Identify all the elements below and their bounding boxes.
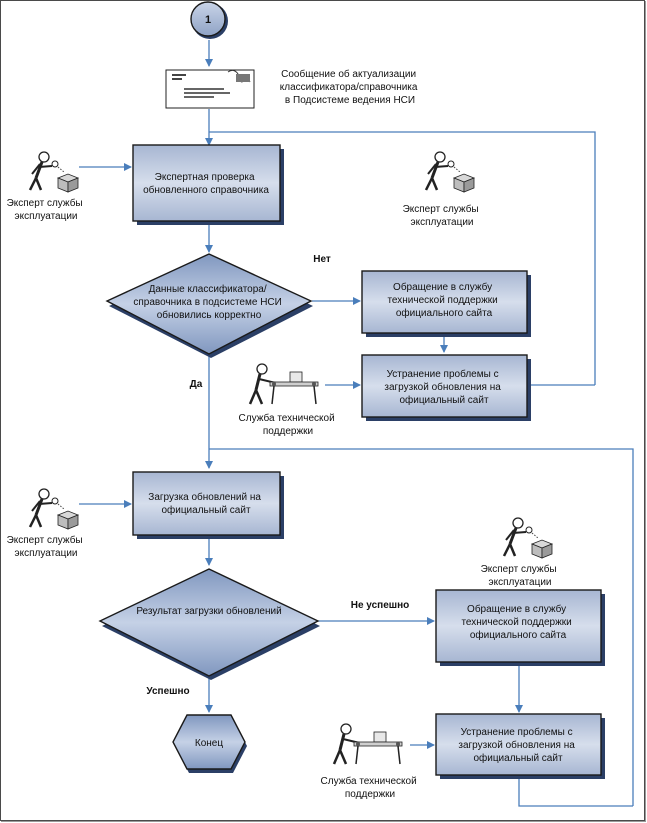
expert-actor-1: Эксперт службы эксплуатации — [7, 150, 86, 222]
step-support-request-2: Обращение в службу технической поддержки… — [435, 589, 605, 666]
svg-text:Обращение в службу техни: Обращение в службу технической поддержки… — [387, 281, 500, 319]
svg-text:Эксперт службы эксплуата: Эксперт службы эксплуатации — [7, 534, 86, 559]
svg-text:Служба технической подде: Служба технической поддержки — [321, 775, 420, 800]
edge-label-yes: Да — [190, 379, 203, 390]
step-fix-problem-2: Устранение проблемы с загрузкой обновлен… — [435, 713, 605, 779]
support-actor-2: Служба технической поддержки — [321, 722, 420, 800]
flow-arrows — [79, 40, 634, 807]
svg-text:Устранение проблемы с за: Устранение проблемы с загрузкой обновлен… — [458, 726, 577, 764]
decision-nsi-data: Данные классификатора/ справочника в под… — [105, 253, 313, 358]
edge-label-no: Нет — [313, 254, 331, 265]
support-icon — [332, 722, 404, 766]
svg-text:Обращение в службу техни: Обращение в службу технической поддержки… — [461, 603, 574, 641]
edge-label-not-success: Не успешно — [351, 600, 410, 611]
connector-label: 1 — [205, 14, 211, 26]
edge-label-success: Успешно — [146, 686, 189, 697]
svg-text:Устранение проблемы с за: Устранение проблемы с загрузкой обновлен… — [384, 368, 503, 406]
expert-icon — [424, 150, 476, 194]
expert-actor-2: Эксперт службы эксплуатации — [403, 150, 482, 228]
step-support-request-1: Обращение в службу технической поддержки… — [361, 270, 531, 337]
start-connector: 1 — [190, 1, 228, 39]
svg-text:Конец: Конец — [195, 738, 223, 749]
svg-text:Данные классификатора/ с: Данные классификатора/ справочника в под… — [133, 283, 284, 321]
decision-upload-result: Результат загрузки обновлений — [98, 568, 320, 680]
expert-icon — [502, 516, 554, 560]
support-actor-1: Служба технической поддержки — [239, 362, 338, 437]
expert-actor-4: Эксперт службы эксплуатации — [481, 516, 560, 588]
svg-text:Эксперт службы эксплуата: Эксперт службы эксплуатации — [481, 563, 560, 588]
step-expert-check: Экспертная проверка обновленного справоч… — [132, 144, 284, 225]
svg-text:Эксперт службы эксплуата: Эксперт службы эксплуатации — [7, 197, 86, 222]
message-text: Сообщение об актуализации классификатора… — [280, 68, 421, 106]
expert-icon — [28, 487, 80, 531]
svg-text:Результат загрузки обновлений: Результат загрузки обновлений — [136, 605, 281, 617]
svg-text:Служба технической подде: Служба технической поддержки — [239, 412, 338, 437]
svg-text:Загрузка обновлений на: Загрузка обновлений на официальный сайт — [148, 491, 263, 516]
step-fix-problem-1: Устранение проблемы с загрузкой обновлен… — [361, 354, 531, 421]
envelope-icon — [165, 69, 255, 109]
step-upload: Загрузка обновлений на официальный сайт — [132, 471, 284, 539]
svg-text:Эксперт службы эксплуата: Эксперт службы эксплуатации — [403, 203, 482, 228]
expert-icon — [28, 150, 80, 194]
support-icon — [248, 362, 320, 406]
svg-text:Экспертная проверка обно: Экспертная проверка обновленного справоч… — [143, 172, 269, 196]
end-terminator: Конец — [172, 714, 247, 773]
expert-actor-3: Эксперт службы эксплуатации — [7, 487, 86, 559]
